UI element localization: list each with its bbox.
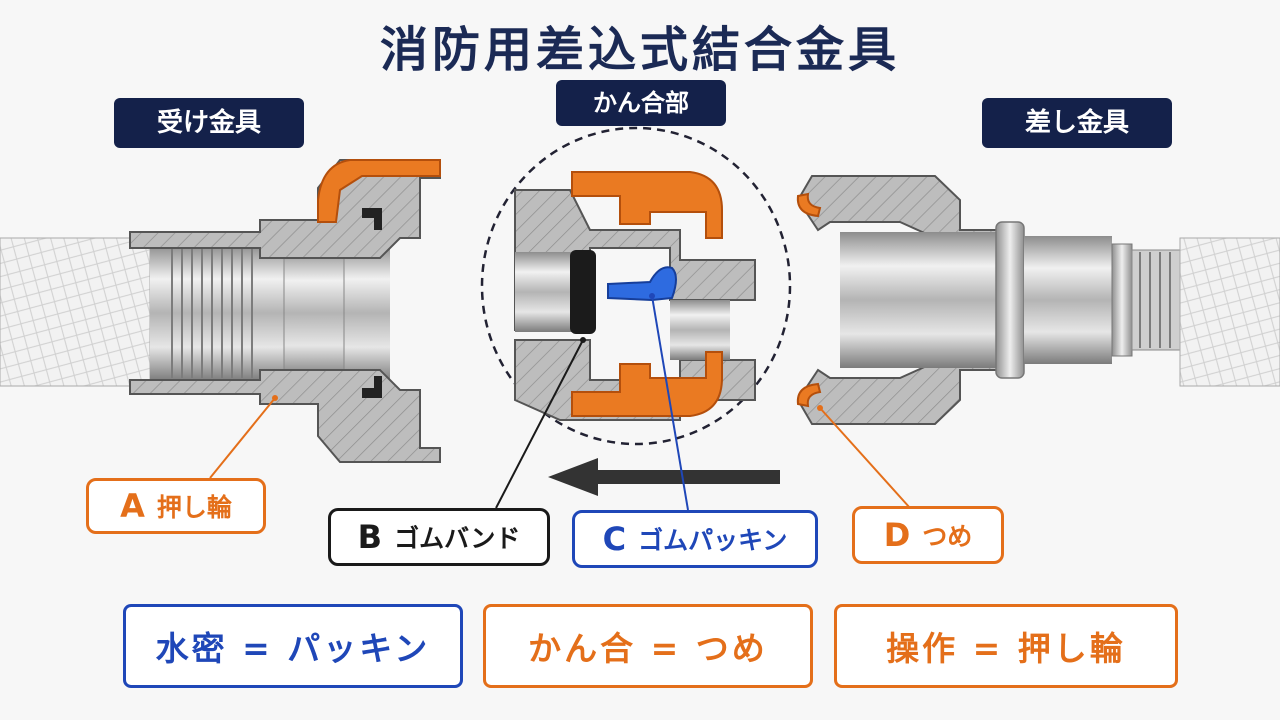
leader-c: [651, 295, 689, 511]
callout-c: C ゴムパッキン: [572, 510, 818, 568]
left-hose: [0, 237, 151, 387]
left-bore: [150, 245, 390, 381]
label-receiver: 受け金具: [114, 98, 304, 148]
inserter-fitting: [796, 175, 1280, 425]
label-coupling: かん合部: [556, 80, 726, 126]
callout-a-letter: A: [120, 487, 145, 525]
callout-b-text: ゴムバンド: [394, 524, 521, 553]
rubber-packing-detail: [607, 266, 677, 302]
push-ring-top: [317, 159, 441, 223]
page-title: 消防用差込式結合金具: [379, 22, 900, 78]
callout-a: A 押し輪: [86, 478, 266, 534]
leader-b: [495, 339, 584, 509]
summary-engagement: かん合 = つめ: [483, 604, 813, 688]
rubber-band-top: [362, 208, 382, 230]
callout-d: D つめ: [852, 506, 1004, 564]
callout-c-letter: C: [602, 520, 627, 558]
leader-a: [209, 397, 276, 479]
rubber-band-detail: [570, 250, 596, 334]
callout-c-text: ゴムパッキン: [638, 526, 788, 555]
insert-direction-arrow: [548, 458, 780, 496]
callout-a-text: 押し輪: [156, 493, 232, 522]
leader-d: [819, 407, 911, 509]
callout-d-text: つめ: [922, 522, 973, 551]
label-inserter: 差し金具: [982, 98, 1172, 148]
callout-b-letter: B: [357, 518, 383, 556]
callout-b: B ゴムバンド: [328, 508, 550, 566]
summary-watertight: 水密 = パッキン: [123, 604, 463, 688]
callout-d-letter: D: [883, 516, 911, 554]
right-hose: [1179, 237, 1280, 387]
summary-operation: 操作 = 押し輪: [834, 604, 1178, 688]
receiver-fitting: [0, 159, 441, 463]
coupling-detail: [480, 126, 792, 446]
rubber-band-bottom: [362, 376, 382, 398]
